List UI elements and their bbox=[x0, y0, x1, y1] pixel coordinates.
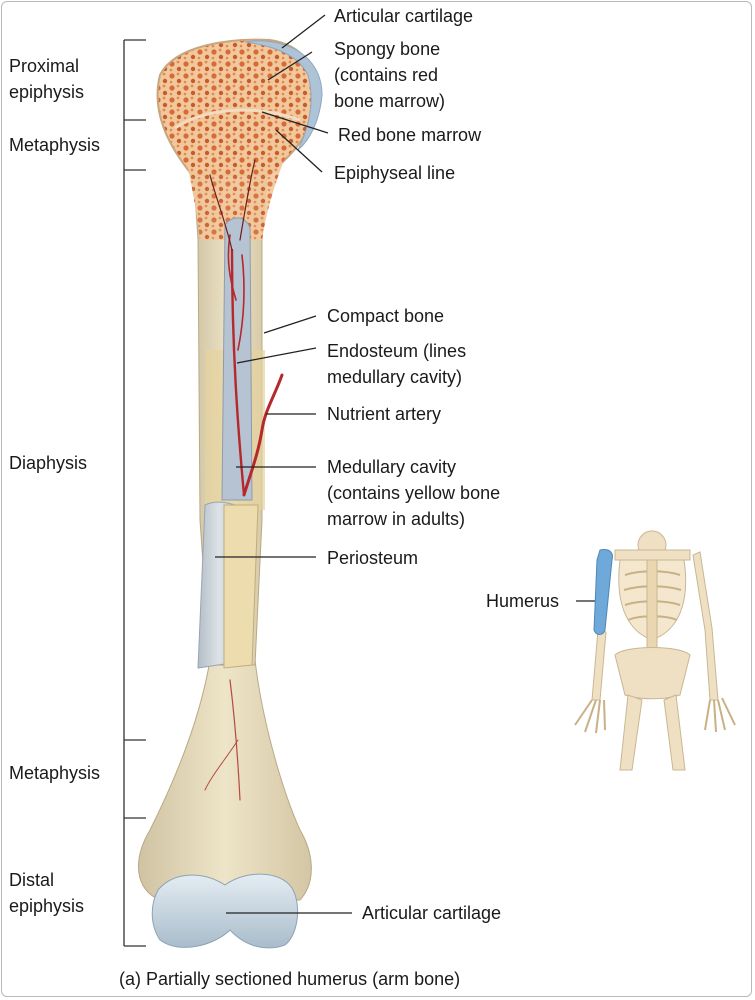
label-metaphysis-top: Metaphysis bbox=[9, 135, 101, 155]
label-nutrient-artery: Nutrient artery bbox=[327, 404, 442, 424]
nutrient-artery bbox=[204, 159, 284, 801]
inner-shaft-strip bbox=[223, 504, 259, 669]
label-metaphysis-bottom: Metaphysis bbox=[9, 763, 101, 783]
articular-cartilage-bottom bbox=[151, 873, 299, 949]
label-endosteum: Endosteum (lines medullary cavity) bbox=[327, 341, 467, 387]
metaphysis-spongy bbox=[180, 122, 295, 240]
label-red-bone-marrow: Red bone marrow bbox=[338, 125, 482, 145]
label-articular-cartilage-bottom: Articular cartilage bbox=[362, 903, 502, 923]
label-periosteum: Periosteum bbox=[327, 548, 419, 568]
label-spongy-bone: Spongy bone (contains red bone marrow) bbox=[334, 39, 446, 111]
label-humerus: Humerus bbox=[486, 591, 560, 611]
humerus-highlight bbox=[593, 549, 613, 635]
label-articular-cartilage-top: Articular cartilage bbox=[334, 6, 474, 26]
label-epiphyseal-line: Epiphyseal line bbox=[334, 163, 456, 183]
medullary-cavity bbox=[221, 217, 253, 501]
label-distal-epiphysis: Distal epiphysis bbox=[9, 870, 85, 916]
region-bracket bbox=[123, 39, 146, 947]
figure-caption: (a) Partially sectioned humerus (arm bon… bbox=[119, 969, 461, 989]
skeleton-inset bbox=[574, 530, 736, 771]
label-compact-bone: Compact bone bbox=[327, 306, 445, 326]
label-medullary-cavity: Medullary cavity (contains yellow bone m… bbox=[327, 457, 501, 529]
label-diaphysis: Diaphysis bbox=[9, 453, 88, 473]
leader-lines bbox=[215, 14, 598, 914]
epiphyseal-line bbox=[174, 108, 301, 130]
label-proximal-epiphysis: Proximal epiphysis bbox=[9, 56, 85, 102]
distal-bone bbox=[138, 659, 312, 901]
